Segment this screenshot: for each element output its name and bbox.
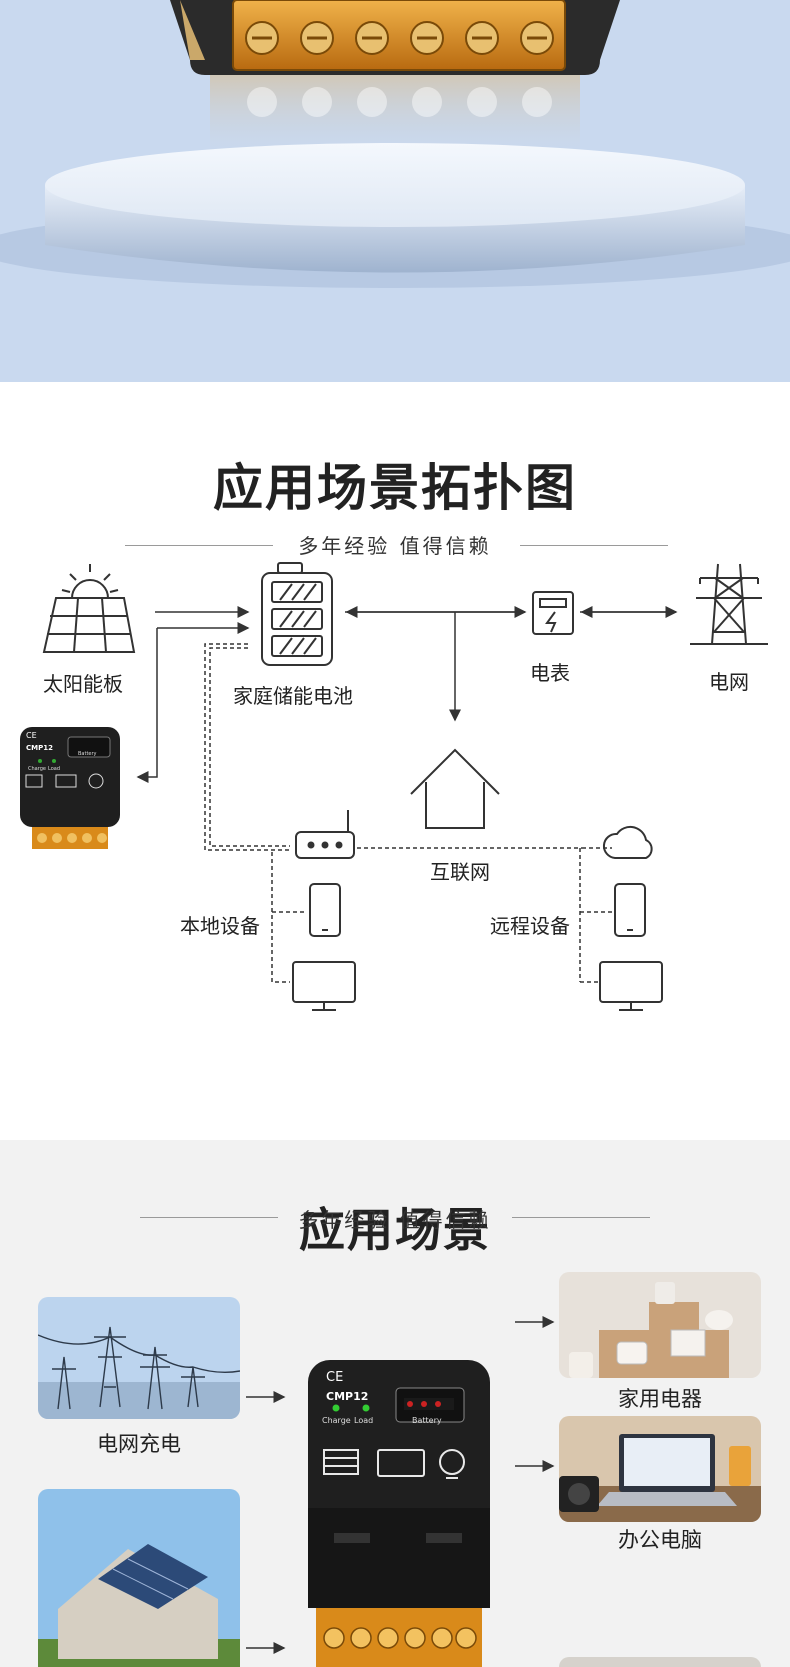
thumb-battery-label: Battery [78, 751, 97, 757]
label-solar-panel: 太阳能板 [43, 672, 123, 696]
scen-rule-right [512, 1217, 650, 1218]
battery-icon [261, 562, 333, 666]
caption-grid-charging: 电网充电 [97, 1432, 181, 1456]
controller-charge-label: Charge [322, 1416, 351, 1425]
grid-charging-photo [38, 1297, 240, 1419]
topology-title: 应用场景拓扑图 [213, 459, 577, 517]
scenario-arrows [246, 1316, 555, 1654]
scenarios-title: 应用场景 [299, 1203, 491, 1257]
solar-panel-icon [42, 564, 136, 653]
controller-load-label: Load [354, 1416, 374, 1425]
thumb-load-label: Load [48, 766, 60, 772]
solar-roof-photo [38, 1489, 240, 1667]
remote-phone-icon [614, 883, 646, 937]
controller-battery-label: Battery [412, 1416, 442, 1425]
remote-monitor-icon [599, 961, 663, 1011]
house-icon [410, 748, 500, 829]
subtitle-rule-left [125, 545, 273, 546]
scenarios-section: 应用场景 多年经验 值得信赖 电网充电 [0, 1140, 790, 1667]
router-icon [295, 810, 355, 859]
topology-diagram [42, 562, 768, 1011]
label-internet: 互联网 [430, 860, 490, 884]
topology-section: 应用场景拓扑图 多年经验 值得信赖 [0, 382, 790, 1140]
grid-tower-icon [690, 563, 768, 645]
local-monitor-icon [292, 961, 356, 1011]
controller-model: CMP12 [326, 1390, 369, 1403]
topology-subtitle: 多年经验 值得信赖 [298, 534, 492, 558]
meter-icon [532, 591, 574, 635]
partial-photo [559, 1657, 761, 1667]
controller-brand: CE [326, 1370, 344, 1385]
thumb-brand: CE [26, 731, 37, 740]
local-phone-icon [309, 883, 341, 937]
label-meter: 电表 [530, 661, 570, 685]
label-remote-device: 远程设备 [490, 914, 570, 938]
label-grid: 电网 [709, 670, 749, 694]
hero-banner [0, 0, 790, 382]
controller-product: CE CMP12 Charge Load Battery [306, 1358, 492, 1667]
thumb-charge-label: Charge [28, 766, 46, 772]
caption-home-appliances: 家用电器 [618, 1387, 702, 1411]
controller-thumbnail: CE CMP12 Charge Load Battery [18, 725, 122, 859]
label-home-battery: 家庭储能电池 [233, 684, 353, 708]
product-pedestal-illustration [0, 0, 790, 288]
cloud-icon [603, 825, 653, 859]
office-computer-photo [559, 1416, 761, 1522]
label-local-device: 本地设备 [180, 914, 260, 938]
caption-office-computer: 办公电脑 [618, 1528, 702, 1552]
scenarios-subtitle: 多年经验 值得信赖 [298, 1208, 492, 1232]
thumb-model: CMP12 [26, 744, 53, 752]
home-appliances-photo [559, 1272, 761, 1378]
subtitle-rule-right [520, 545, 668, 546]
scen-rule-left [140, 1217, 278, 1218]
